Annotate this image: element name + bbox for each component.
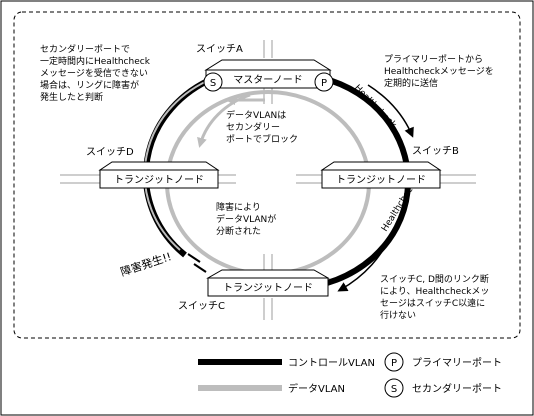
switch-d: トランジットノード スイッチD	[86, 146, 220, 189]
note-primary-line-1: プライマリーポートから	[384, 54, 483, 65]
note-secondary-line-1: セカンダリーポートで	[40, 43, 130, 55]
note-secondary-port: セカンダリーポートで 一定時間内にHealthcheck メッセージを受信できな…	[40, 43, 151, 103]
note-data-block-line-3: ポートでブロック	[226, 133, 298, 145]
healthcheck-arrow-bottom	[337, 231, 393, 292]
legend-secondary-port-symbol: S	[391, 384, 397, 395]
note-link-down-line-1: スイッチC, D間のリンク断	[380, 273, 489, 285]
note-primary-port: プライマリーポートから Healthcheckメッセージを 定期的に送信	[384, 54, 494, 89]
network-boundary	[13, 11, 521, 339]
switch-c-top	[206, 269, 330, 279]
switch-a-name: スイッチA	[196, 43, 243, 55]
legend-secondary-port-icon	[384, 378, 404, 398]
switch-b-body	[321, 169, 441, 189]
switch-c-name: スイッチC	[178, 300, 225, 312]
note-link-down-line-3: セージはスイッチC以遠に	[380, 297, 485, 309]
secondary-port-symbol: S	[210, 78, 216, 89]
legend-primary-port-icon	[384, 352, 404, 372]
note-link-down: スイッチC, D間のリンク断 により、Healthcheckメッ セージはスイッ…	[380, 273, 489, 321]
legend-secondary-port-label: セカンダリーポート	[412, 382, 502, 395]
legend-primary-port-label: プライマリーポート	[412, 357, 502, 369]
secondary-port-icon	[203, 72, 223, 92]
note-primary-line-3: 定期的に送信	[384, 77, 438, 89]
switch-c-role: トランジットノード	[223, 282, 313, 294]
legend: コントロールVLAN データVLAN P プライマリーポート S セカンダリーポ…	[198, 352, 502, 398]
primary-port-symbol: P	[321, 78, 327, 89]
switch-b: トランジットノード スイッチB	[320, 145, 459, 189]
switch-d-role: トランジットノード	[114, 174, 204, 186]
primary-port-icon	[314, 72, 334, 92]
note-link-down-line-2: により、Healthcheckメッ	[380, 286, 489, 297]
switch-a: マスターノード スイッチA S P	[196, 43, 334, 92]
note-secondary-line-4: 場合は、リングに障害が	[40, 79, 139, 91]
switch-a-top	[204, 59, 332, 71]
switch-c: トランジットノード スイッチC	[178, 269, 330, 312]
note-secondary-line-5: 発生したと判断	[40, 91, 103, 103]
switch-d-name: スイッチD	[86, 146, 134, 158]
switch-b-role: トランジットノード	[336, 174, 426, 186]
note-data-block-line-2: セカンダリー	[226, 121, 280, 133]
data-vlan-outer-left	[143, 77, 215, 251]
switch-a-role: マスターノード	[233, 74, 302, 86]
failure-mark	[187, 253, 207, 273]
note-data-split-line-3: 分断された	[216, 225, 261, 237]
switch-d-body	[99, 169, 219, 189]
note-data-block-line-1: データVLANは	[226, 109, 286, 121]
legend-primary-port-symbol: P	[391, 358, 397, 369]
healthcheck-arrow-top	[367, 84, 414, 138]
note-data-block: データVLANは セカンダリー ポートでブロック	[226, 109, 298, 145]
switch-b-name: スイッチB	[412, 145, 459, 157]
note-data-split-line-1: 障害により	[216, 201, 261, 213]
external-links	[60, 40, 476, 320]
note-primary-line-2: Healthcheckメッセージを	[384, 66, 494, 77]
switch-d-top	[98, 161, 220, 171]
note-secondary-line-3: メッセージを受信できない	[40, 67, 148, 79]
control-vlan-arc-right	[297, 75, 412, 291]
note-data-split-line-2: データVLANが	[216, 213, 276, 225]
note-secondary-line-2: 一定時間内にHealthcheck	[40, 55, 151, 67]
failure-label: 障害発生!!	[119, 249, 174, 279]
switch-c-body	[207, 277, 329, 297]
note-link-down-line-4: 行けない	[380, 309, 416, 321]
data-vlan-block-arrow	[197, 93, 251, 148]
legend-data-vlan-label: データVLAN	[288, 382, 345, 395]
note-data-split: 障害により データVLANが 分断された	[216, 201, 276, 237]
switch-b-top	[320, 161, 442, 171]
legend-control-vlan-label: コントロールVLAN	[288, 358, 375, 369]
